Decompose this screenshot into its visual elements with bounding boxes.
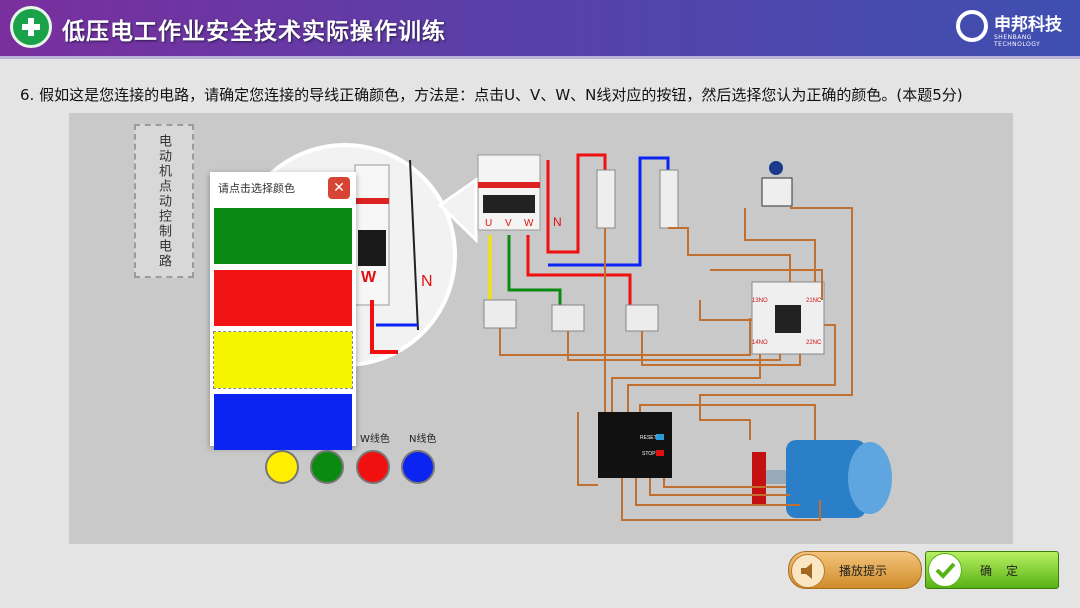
terminal-block-2 (551, 304, 585, 332)
terminal-block-1 (483, 299, 517, 329)
relay-stop-button (656, 450, 664, 456)
color-picker-popup: 请点击选择颜色 ✕ (210, 172, 356, 450)
terminal-u-label: U (485, 218, 492, 229)
wire-n-label: N线色 (409, 434, 437, 445)
contactor-window (775, 305, 801, 333)
wire-green (507, 235, 562, 310)
circuit-title-label: 电动机点动控制电路 (134, 124, 194, 278)
motor-body (786, 440, 866, 518)
motor-shaft (766, 470, 788, 484)
brand-name: 申邦科技 (994, 15, 1062, 35)
push-button (761, 177, 793, 207)
relay-stop-label: STOP (642, 451, 656, 457)
contactor-pin-14no: 14NO (752, 340, 768, 346)
swatch-green[interactable] (214, 208, 352, 264)
app-title: 低压电工作业安全技术实际操作训练 (62, 19, 446, 45)
brand-ring-icon (956, 10, 988, 42)
relay-reset-label: RESET (640, 435, 657, 441)
safety-cross-logo (10, 6, 52, 48)
swatch-blue[interactable] (214, 394, 352, 450)
main-breaker-switch (483, 195, 535, 213)
speaker-glyph (801, 563, 812, 579)
wire-blue-fuse (548, 156, 670, 267)
zoom-pointer (437, 177, 478, 244)
contactor-pin-21nc: 21NC (806, 298, 822, 304)
wire-red-fuse (546, 153, 607, 254)
thermal-relay (598, 412, 672, 478)
terminal-v-label: V (505, 218, 512, 229)
contactor-pin-22nc: 22NC (806, 340, 822, 346)
terminal-block-3 (625, 304, 659, 332)
swatch-yellow[interactable] (213, 331, 353, 389)
wire-n-color-button[interactable] (401, 450, 435, 484)
main-breaker (477, 154, 541, 231)
title-bar: 低压电工作业安全技术实际操作训练 申邦科技 SHENBANG TECHNOLOG… (0, 0, 1080, 59)
play-hint-label: 播放提示 (839, 564, 888, 578)
motor-fan-cover (848, 442, 892, 514)
zoom-frame-line (409, 159, 419, 331)
wire-red (526, 235, 632, 305)
color-picker-title: 请点击选择颜色 (218, 182, 295, 195)
zoom-n-label: N (421, 273, 433, 290)
zoom-breaker-switch (358, 230, 386, 266)
wire-u-color-button[interactable] (265, 450, 299, 484)
wire-v-color-button[interactable] (310, 450, 344, 484)
fuse-2 (659, 169, 679, 229)
close-icon[interactable]: ✕ (328, 177, 350, 199)
wire-w-label: W线色 (360, 434, 390, 445)
fuse-1 (596, 169, 616, 229)
cross-icon (22, 18, 40, 36)
motor-coupling (752, 452, 766, 506)
play-hint-button[interactable]: 播放提示 (788, 551, 922, 589)
control-wiring (499, 207, 853, 521)
brand-subtitle: SHENBANG TECHNOLOGY (994, 34, 1041, 48)
contactor-pin-13no: 13NO (752, 298, 768, 304)
swatch-red[interactable] (214, 270, 352, 326)
terminal-w-label: W (524, 218, 534, 229)
zoom-breaker-stripe (355, 198, 389, 204)
confirm-label: 确定 (980, 564, 1033, 578)
relay-reset-button (656, 434, 664, 440)
question-text: 6. 假如这是您连接的电路，请确定您连接的导线正确颜色，方法是：点击U、V、W、… (20, 86, 963, 104)
checkmark-icon (928, 553, 962, 587)
confirm-button[interactable]: 确定 (925, 551, 1059, 589)
terminal-n-label: N (553, 215, 562, 229)
checkmark-glyph (935, 562, 956, 579)
main-breaker-stripe (478, 182, 540, 188)
zoom-w-wire (370, 300, 398, 354)
push-button-cap (769, 161, 783, 175)
zoom-w-label: W (361, 269, 377, 286)
brand-logo: 申邦科技 SHENBANG TECHNOLOGY (956, 8, 1066, 48)
speaker-icon (791, 554, 825, 588)
wire-w-color-button[interactable] (356, 450, 390, 484)
